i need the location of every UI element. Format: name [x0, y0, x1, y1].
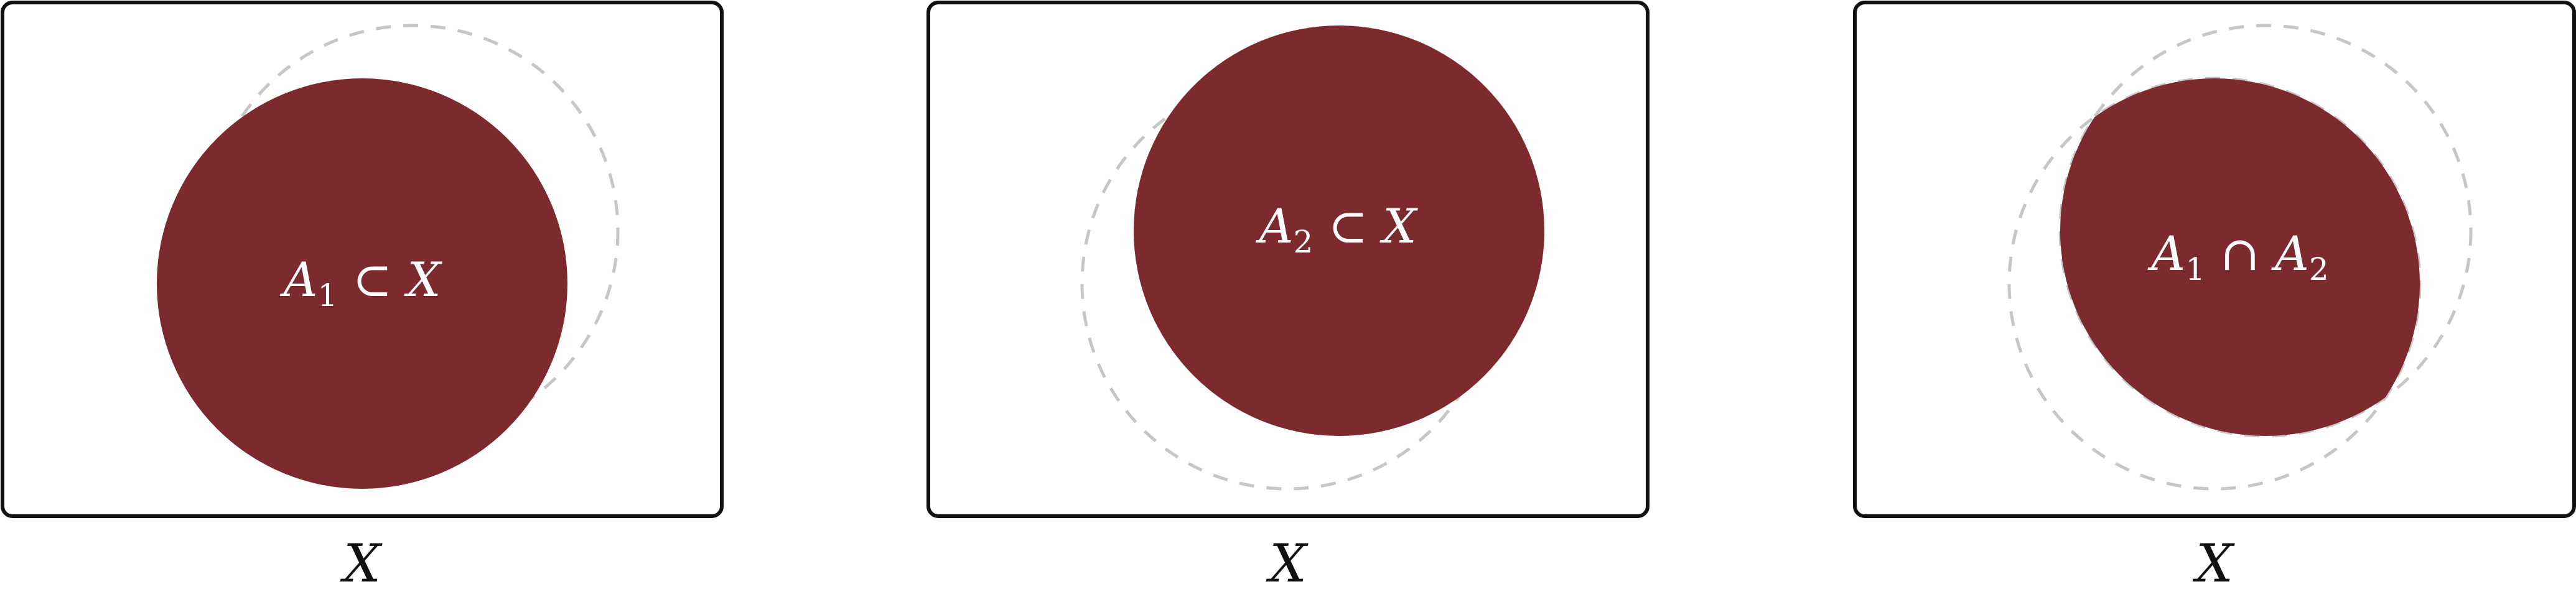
set-label: A2 ⊂ X [1256, 198, 1419, 260]
panel-a2-subset-x: A2 ⊂ X X [926, 1, 1650, 594]
set-a2-disk [1134, 25, 1544, 436]
set-label: A1 ∩ A2 [2147, 226, 2328, 287]
universe-caption: X [340, 533, 383, 594]
universe-caption: X [1266, 533, 1309, 594]
panel-a1-intersect-a2: A1 ∩ A2 X [1853, 1, 2576, 594]
set-a2-outline [2058, 24, 2473, 438]
panel-a1-subset-x: A1 ⊂ X X [1, 1, 724, 594]
universe-caption: X [2192, 533, 2235, 594]
other-set-outline [205, 24, 620, 438]
set-label: A1 ⊂ X [280, 252, 443, 313]
set-a1-disk [157, 78, 567, 489]
